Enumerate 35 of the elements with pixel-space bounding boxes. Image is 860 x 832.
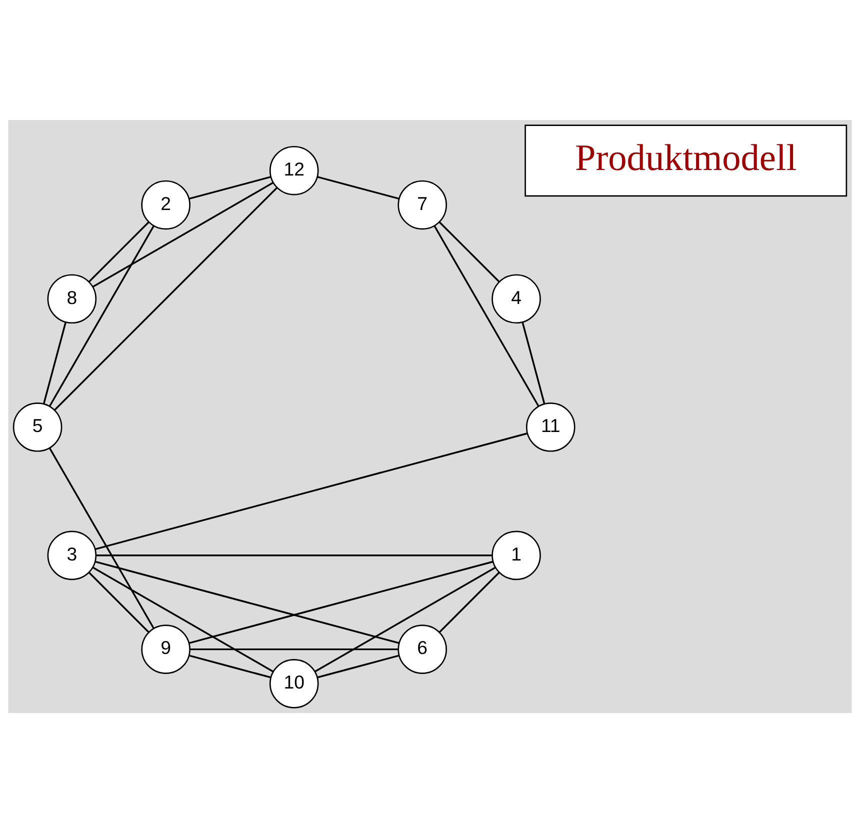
connector [92, 181, 274, 287]
node-circle: 5 [12, 402, 62, 452]
node-circle: 10 [269, 658, 319, 708]
node-circle: 9 [141, 624, 190, 674]
node-circle: 8 [47, 274, 97, 324]
connector [438, 572, 500, 632]
connector [188, 176, 271, 200]
connector [317, 176, 400, 200]
connector [522, 322, 546, 404]
connector [88, 571, 150, 632]
connector [42, 322, 66, 404]
node-circle: 11 [526, 402, 576, 452]
node-circle: 6 [398, 624, 448, 674]
connector [88, 220, 150, 282]
connector [314, 566, 496, 672]
node-circle: 7 [398, 180, 448, 230]
connector [189, 560, 493, 644]
connector [48, 225, 154, 406]
connector [95, 560, 400, 644]
connector [48, 447, 154, 628]
node-circle: 2 [141, 180, 190, 230]
node-circle: 1 [492, 530, 541, 580]
connector [188, 654, 271, 678]
connector [54, 186, 278, 410]
connector [95, 432, 528, 550]
connector [92, 566, 274, 672]
connector [317, 654, 400, 678]
node-circle: 4 [492, 274, 541, 324]
node-circle: 3 [47, 530, 97, 580]
connector [96, 554, 492, 556]
node-circle: 12 [269, 145, 319, 195]
connector [190, 648, 398, 650]
node-box: Produktmodell [524, 124, 848, 196]
connector [434, 225, 540, 406]
connector [438, 221, 500, 282]
